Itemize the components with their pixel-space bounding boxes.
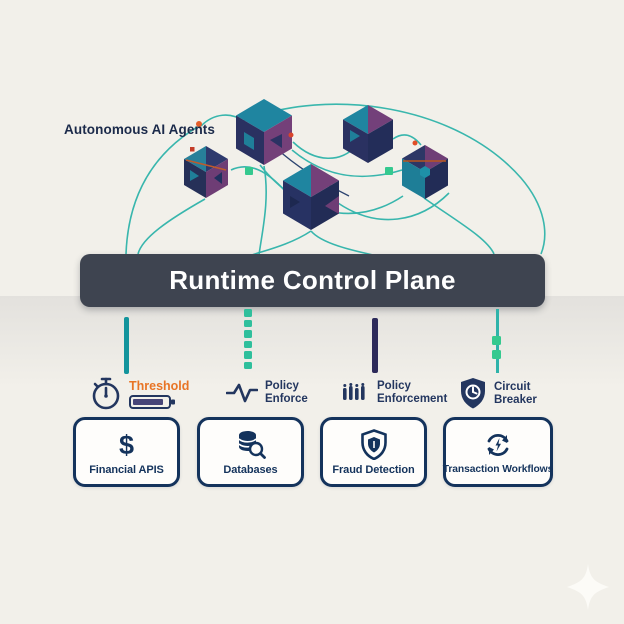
background-gradient-band: [0, 296, 624, 404]
connector-marker: [492, 350, 501, 359]
sync-bolt-icon: [487, 434, 509, 456]
control-circuit-breaker: Circuit Breaker: [459, 377, 537, 410]
network-markers: [185, 121, 446, 175]
control-sublabel: Enforce: [265, 393, 308, 405]
runtime-control-plane-bar: Runtime Control Plane: [80, 254, 545, 307]
control-sublabel: Breaker: [494, 393, 537, 406]
agent-cube: [236, 99, 292, 165]
shield-check-icon: [360, 429, 387, 460]
agent-cube: [283, 164, 339, 230]
stopwatch-icon: [92, 377, 120, 410]
system-financial-apis: $ Financial APIS: [73, 417, 180, 487]
control-sublabel: Enforcement: [377, 393, 448, 405]
control-label: Policy: [265, 380, 299, 392]
control-policy-enforcement: Policy Enforcement: [342, 380, 447, 406]
sparkle-icon: [567, 564, 609, 610]
system-transaction-workflows: Transaction Workflows: [443, 417, 553, 487]
database-search-icon: [237, 430, 266, 459]
waveform-icon: [226, 383, 258, 403]
connector-policy-enforce: [244, 309, 252, 369]
system-label: Financial APIS: [89, 463, 164, 476]
system-label: Transaction Workflows: [442, 464, 554, 475]
agent-cube: [402, 145, 448, 199]
control-policy-enforce: Policy Enforce: [226, 380, 308, 406]
connector-threshold: [124, 317, 129, 374]
control-label: Threshold: [129, 378, 190, 393]
connector-policy-enforcement: [372, 318, 378, 373]
system-label: Fraud Detection: [332, 463, 415, 476]
control-label: Circuit: [494, 380, 531, 393]
system-fraud-detection: Fraud Detection: [320, 417, 427, 487]
control-plane-title: Runtime Control Plane: [169, 265, 456, 295]
control-label: Policy: [377, 380, 411, 392]
system-databases: Databases: [197, 417, 304, 487]
battery-gauge-icon: [129, 394, 175, 409]
agent-network-graphic: [125, 99, 546, 256]
shield-clock-icon: [461, 378, 485, 409]
connector-marker: [492, 336, 501, 345]
system-label: Databases: [223, 463, 278, 476]
dollar-icon: $: [118, 429, 135, 460]
agents-label: Autonomous AI Agents: [64, 122, 215, 137]
rack-teeth-icon: [343, 383, 365, 400]
agent-cube: [184, 146, 228, 198]
agent-cube: [343, 105, 393, 163]
control-threshold: Threshold: [89, 377, 189, 411]
